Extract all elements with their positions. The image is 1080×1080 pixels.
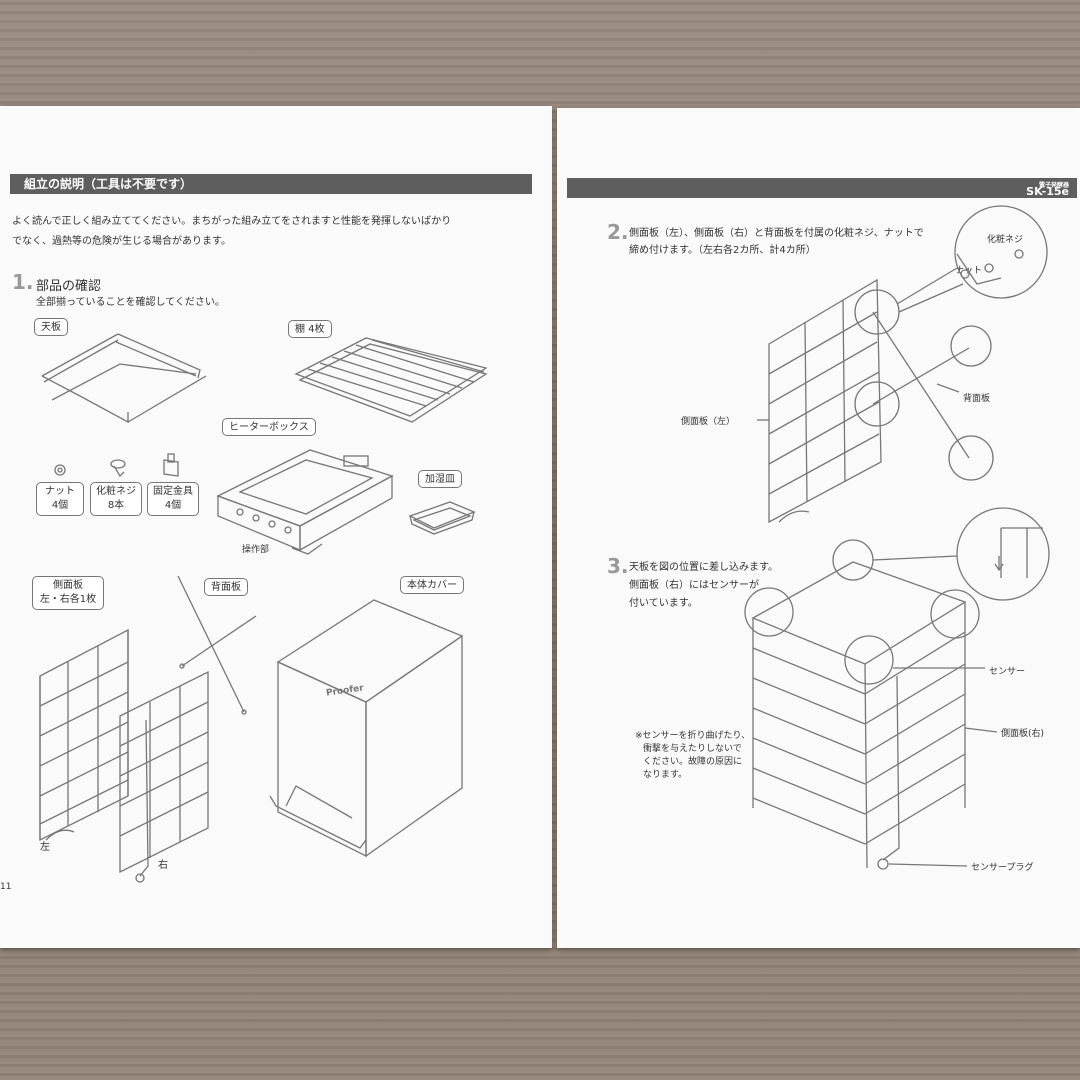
step1-title: 部品の確認 <box>36 279 102 294</box>
side-name: 側面板 <box>53 580 83 591</box>
side-qty: 左・右各1枚 <box>39 594 97 605</box>
back-panel-drawing <box>177 575 257 715</box>
label-side-panel-right: 側面板(右) <box>1001 729 1045 739</box>
heater-box-drawing <box>216 449 394 555</box>
section-title-bar: 組立の説明（工具は不要です） <box>10 174 532 194</box>
manual-page-right: 電子発酵器 SK-15e 2. 側面板（左）、側面板（右）と背面板を付属の化粧ネ… <box>557 108 1080 948</box>
step3-number: 3. <box>607 554 629 578</box>
hardware-drawing <box>54 453 179 478</box>
label-nut: ナット 4個 <box>36 482 84 516</box>
bracket-name: 固定金具 <box>153 486 193 497</box>
label-right: 右 <box>158 860 168 871</box>
label-screw: 化粧ネジ 8本 <box>90 482 142 516</box>
step2-text-line1: 側面板（左）、側面板（右）と背面板を付属の化粧ネジ、ナットで <box>629 228 924 239</box>
screw-name: 化粧ネジ <box>96 486 136 497</box>
label-bracket: 固定金具 4個 <box>147 482 199 516</box>
shelf-drawing <box>294 337 488 423</box>
header-bar-right: 電子発酵器 SK-15e <box>567 178 1077 198</box>
label-heater-box: ヒーターボックス <box>222 418 316 436</box>
bracket-qty: 4個 <box>164 500 182 511</box>
label-sensor-plug: センサープラグ <box>971 863 1034 873</box>
label-left: 左 <box>40 842 50 853</box>
label-tenban: 天板 <box>34 318 68 336</box>
intro-text-line2: でなく、過熱等の危険が生じる場合があります。 <box>12 236 231 247</box>
label-control-panel: 操作部 <box>242 545 270 555</box>
step3-text-line1: 天板を図の位置に差し込みます。 <box>629 562 778 573</box>
assembly-illustrations <box>744 205 1050 870</box>
sensor-caution-note: ※センサーを折り曲げたり、 衝撃を与えたりしないで ください。故障の原因に なり… <box>635 730 750 782</box>
note-line4: なります。 <box>643 770 688 780</box>
step1-subtitle: 全部揃っていることを確認してください。 <box>36 297 225 308</box>
screw-qty: 8本 <box>107 500 125 511</box>
side-panel-right-drawing <box>119 670 209 883</box>
label-tray: 加湿皿 <box>418 470 462 488</box>
step3-text-line3: 付いています。 <box>629 598 698 609</box>
step3-text-line2: 側面板（右）にはセンサーが <box>629 580 759 591</box>
step2-text-line2: 締め付けます。（左右各2カ所、計4カ所） <box>629 245 816 256</box>
side-panel-left-drawing <box>39 628 129 842</box>
model-category: 電子発酵器 <box>1038 182 1069 189</box>
tray-drawing <box>408 501 476 535</box>
manual-page-left: 組立の説明（工具は不要です） よく読んで正しく組み立ててください。まちがった組み… <box>0 106 552 948</box>
body-cover-drawing <box>269 599 464 858</box>
step2-number: 2. <box>607 220 629 244</box>
page-number: 11 <box>0 882 12 892</box>
label-sensor: センサー <box>989 667 1026 677</box>
nut-name: ナット <box>45 486 75 497</box>
top-plate-drawing <box>41 333 207 424</box>
label-back-panel: 背面板 <box>204 578 248 596</box>
label-tana: 棚 4枚 <box>288 320 332 338</box>
step1-number: 1. <box>12 270 34 294</box>
note-line3: ください。故障の原因に <box>643 757 743 767</box>
note-line2: 衝撃を与えたりしないで <box>643 744 742 754</box>
label-back-panel-right: 背面板 <box>963 394 991 404</box>
parts-illustrations <box>39 333 488 883</box>
step3-assembly-drawing <box>744 507 1050 870</box>
label-side-panels: 側面板 左・右各1枚 <box>32 576 104 610</box>
model-number: SK-15e <box>1026 185 1069 198</box>
step2-assembly-drawing <box>757 205 1048 524</box>
label-body-cover: 本体カバー <box>400 576 464 594</box>
note-line1: ※センサーを折り曲げたり、 <box>635 731 751 741</box>
intro-text-line1: よく読んで正しく組み立ててください。まちがった組み立てをされますと性能を発揮しな… <box>12 216 452 227</box>
label-side-panel-left: 側面板（左） <box>681 417 736 427</box>
label-screw-callout: 化粧ネジ <box>987 235 1024 245</box>
nut-qty: 4個 <box>51 500 69 511</box>
